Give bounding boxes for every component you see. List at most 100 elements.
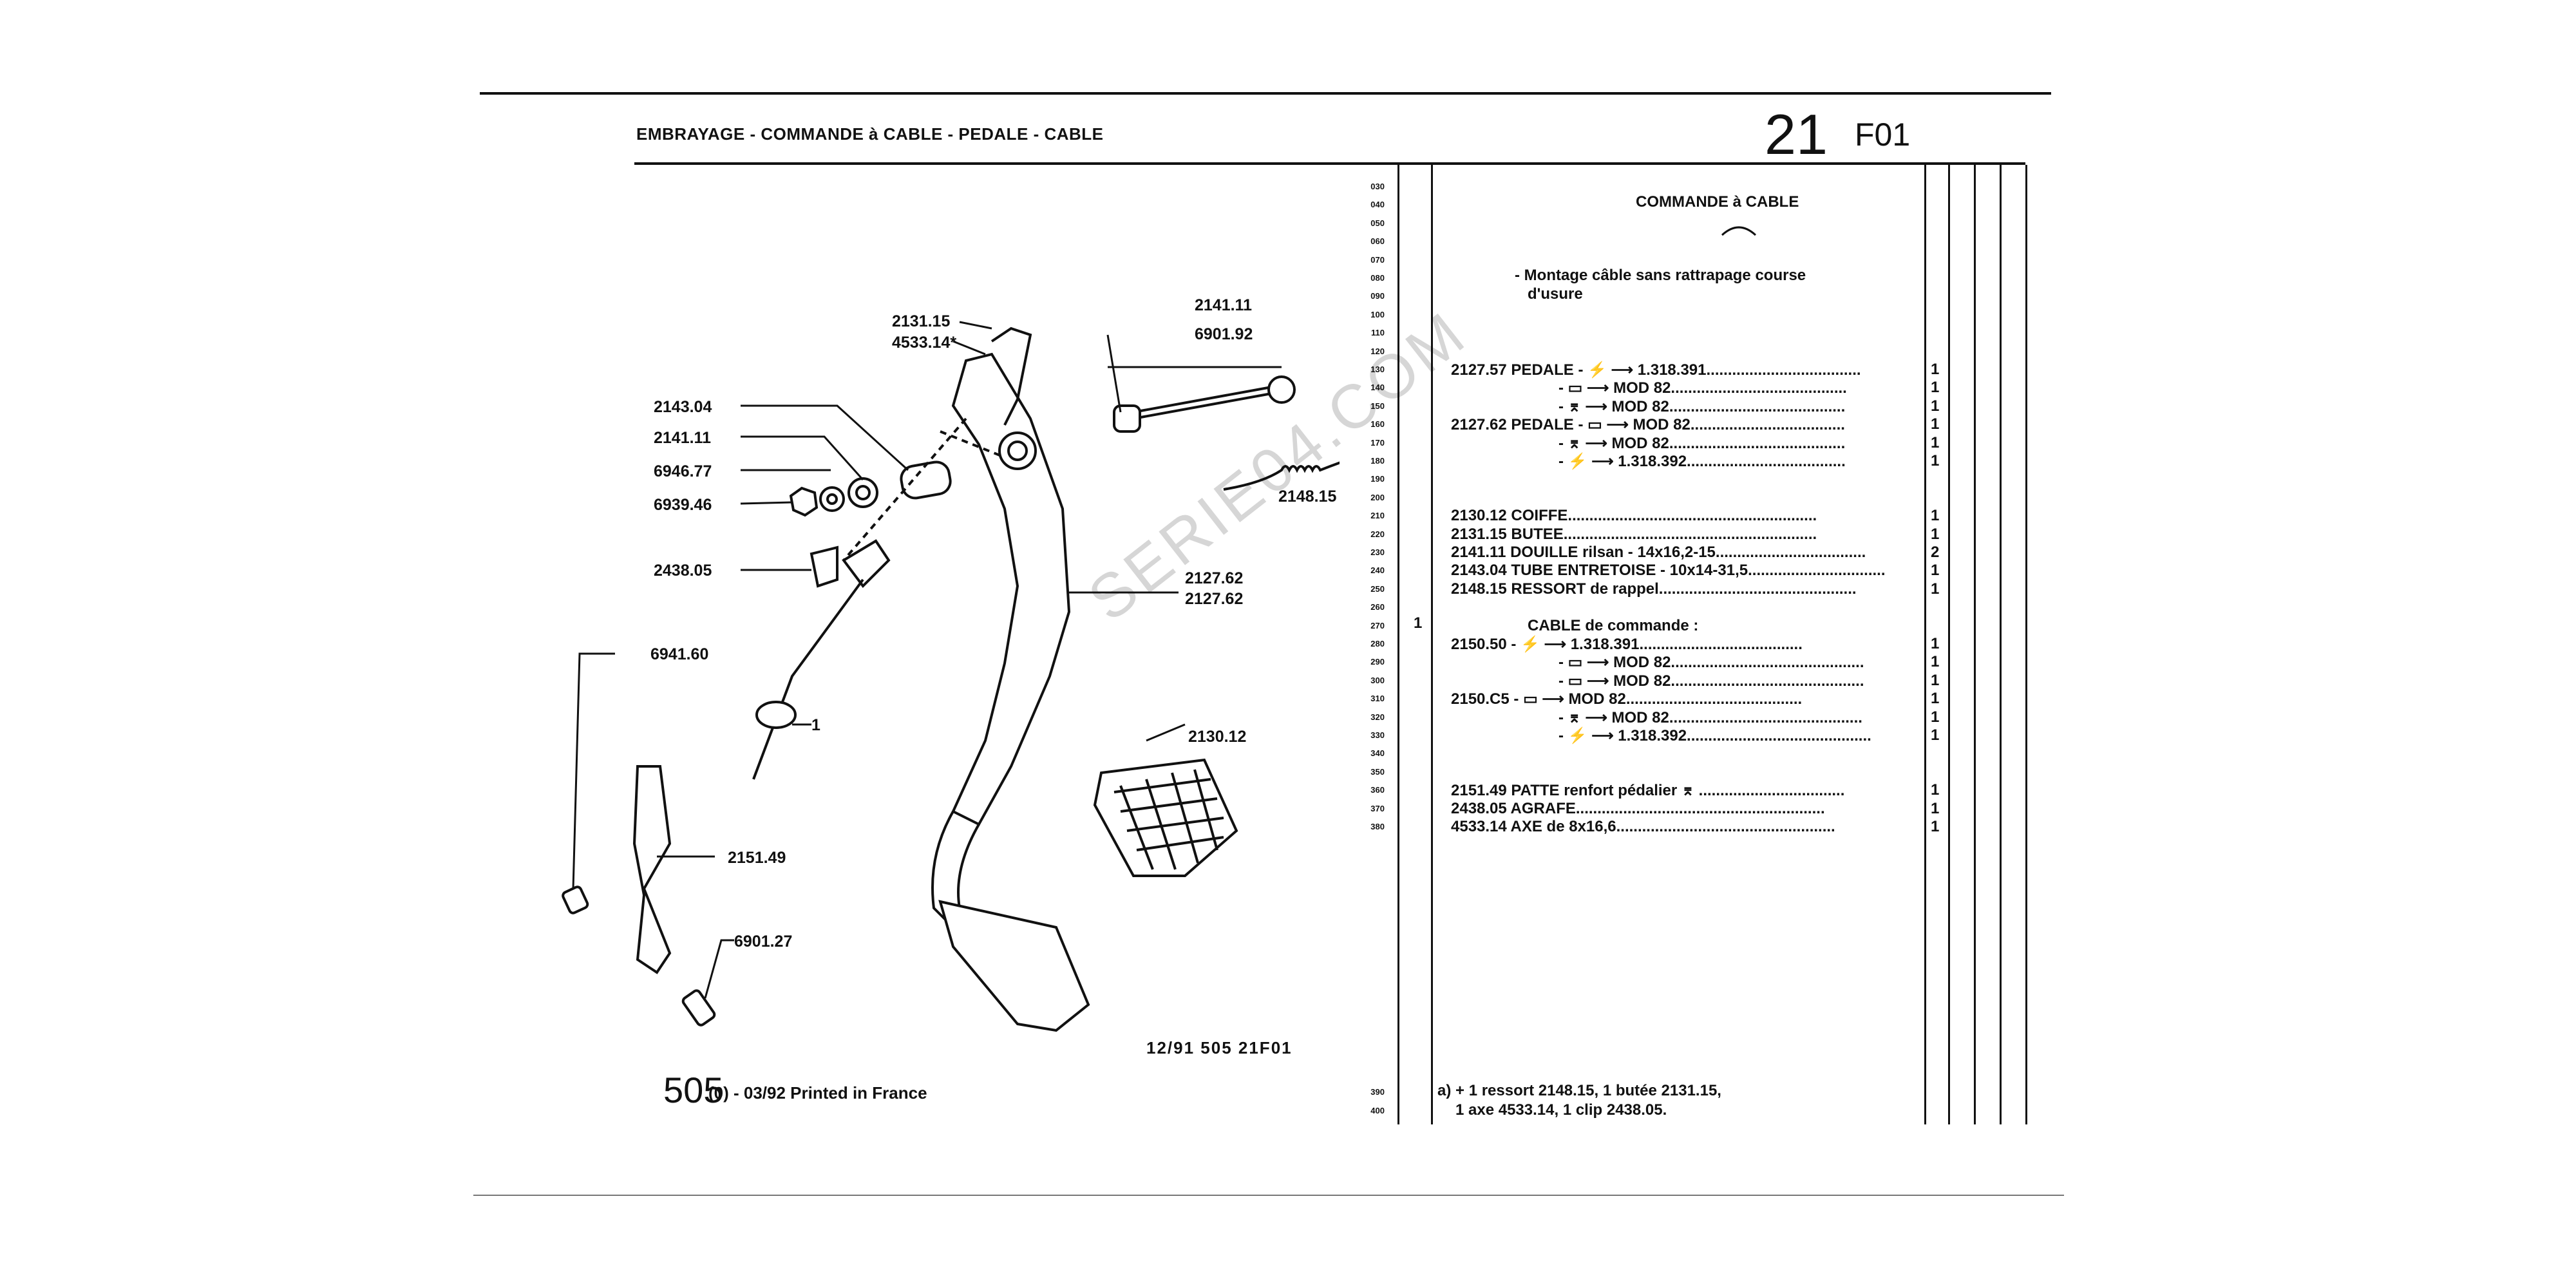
callout-2127-62-b: 2127.62 (1185, 590, 1244, 608)
quantity: 1 (1931, 726, 1940, 744)
row-number: 360 (1370, 785, 1385, 795)
model-number: 505 (663, 1070, 724, 1110)
reinforcement-plate (632, 765, 672, 974)
bushing-top (1113, 404, 1141, 433)
quantity: 1 (1931, 507, 1940, 525)
row-number: 300 (1370, 675, 1385, 685)
clip (810, 545, 838, 588)
row-number: 370 (1370, 803, 1385, 813)
nut (789, 486, 819, 517)
parts-list-line: CABLE de commande : (1528, 616, 1699, 634)
footnote-line-2: 1 axe 4533.14, 1 clip 2438.05. (1455, 1101, 1667, 1119)
bushing (848, 477, 878, 508)
cable (752, 578, 864, 780)
callout-2438-05: 2438.05 (654, 562, 712, 580)
row-number: 260 (1370, 602, 1385, 612)
cable-symbol-icon (1721, 226, 1757, 236)
callout-2151-49: 2151.49 (728, 849, 786, 867)
row-number: 230 (1370, 547, 1385, 557)
row-number: 250 (1370, 583, 1385, 594)
callout-2141-11-top: 2141.11 (1195, 296, 1252, 314)
quantity: 1 (1931, 671, 1940, 689)
screw-bottom (681, 989, 716, 1027)
cable-grommet (755, 701, 797, 729)
callout-2130-12: 2130.12 (1188, 728, 1247, 746)
quantity: 1 (1931, 562, 1940, 580)
row-number: 090 (1370, 291, 1385, 301)
parts-list-line: 2141.11 DOUILLE rilsan - 14x16,2-15.....… (1451, 544, 1866, 561)
row-number: 390 (1370, 1087, 1385, 1097)
col-line-5 (1974, 165, 1976, 1124)
quantity: 1 (1931, 361, 1940, 378)
quantity: 1 (1931, 781, 1940, 799)
col-line-4 (1948, 165, 1950, 1124)
parts-list-line: - ⌆ ⟶ MOD 82............................… (1558, 434, 1846, 452)
parts-list-line: 2127.57 PEDALE - ⚡ ⟶ 1.318.391..........… (1451, 361, 1861, 379)
group-number: 21 (1765, 102, 1828, 166)
row-number: 310 (1370, 694, 1385, 704)
return-spring (1223, 461, 1340, 491)
exploded-diagram (562, 321, 1340, 1032)
quantity: 1 (1931, 397, 1940, 415)
parts-list-line: 2148.15 RESSORT de rappel...............… (1451, 580, 1857, 598)
callout-2131-15: 2131.15 (892, 312, 951, 330)
quantity: 1 (1931, 580, 1940, 598)
row-number: 050 (1370, 218, 1385, 228)
col-line-7 (2025, 165, 2027, 1124)
callout-1: 1 (811, 716, 820, 734)
parts-list-line: 2127.62 PEDALE - ▭ ⟶ MOD 82.............… (1451, 416, 1845, 434)
row-number: 160 (1370, 419, 1385, 430)
row-number: 130 (1370, 365, 1385, 374)
row-number: 240 (1370, 565, 1385, 576)
row-number: 110 (1371, 328, 1385, 338)
parts-list-line: - ⚡ ⟶ 1.318.392.........................… (1558, 453, 1846, 470)
row-number: 320 (1370, 712, 1385, 722)
parts-list-line: - ⚡ ⟶ 1.318.392.........................… (1558, 727, 1871, 744)
header-underline (634, 162, 2025, 165)
page-title: EMBRAYAGE - COMMANDE à CABLE - PEDALE - … (636, 124, 1104, 144)
parts-list-line: - ⌆ ⟶ MOD 82............................… (1558, 708, 1862, 726)
row-number: 330 (1370, 730, 1385, 740)
callout-2143-04: 2143.04 (654, 398, 712, 416)
quantity: 1 (1931, 818, 1940, 835)
bottom-rule (473, 1195, 2064, 1196)
parts-list-line: 2150.50 - ⚡ ⟶ 1.318.391.................… (1451, 636, 1803, 653)
quantity: 1 (1931, 525, 1940, 543)
callout-6901-92: 6901.92 (1195, 325, 1253, 343)
parts-list-line: 2151.49 PATTE renfort pédalier ⌆ .......… (1451, 782, 1845, 800)
washer (819, 486, 845, 512)
diagram-ref-code: 12/91 505 21F01 (1146, 1038, 1293, 1057)
pedal-arm (951, 352, 1071, 826)
bolt (1133, 385, 1276, 420)
row-number: 340 (1370, 748, 1385, 759)
quantity: 1 (1931, 635, 1940, 652)
row-number: 290 (1370, 657, 1385, 667)
row-number: 190 (1370, 474, 1385, 484)
row-number: 350 (1370, 766, 1385, 777)
parts-list-line: 2143.04 TUBE ENTRETOISE - 10x14-31,5....… (1451, 562, 1886, 580)
row-number: 400 (1370, 1106, 1385, 1115)
row-number: 120 (1370, 346, 1385, 356)
print-info: (0) - 03/92 Printed in France (708, 1083, 927, 1103)
parts-list-line: 2150.C5 - ▭ ⟶ MOD 82....................… (1451, 690, 1803, 708)
row-number: 200 (1370, 492, 1385, 502)
row-number: 140 (1370, 383, 1385, 393)
callout-6946-77: 6946.77 (654, 462, 712, 480)
row-number: 150 (1370, 401, 1385, 411)
col-line-6 (2000, 165, 2002, 1124)
parts-list-line: 2130.12 COIFFE..........................… (1451, 507, 1817, 525)
callout-6901-27: 6901.27 (734, 933, 793, 951)
callout-6939-46: 6939.46 (654, 496, 712, 514)
quantity: 2 (1931, 544, 1940, 561)
quantity: 1 (1931, 708, 1940, 726)
parts-list-line: - ▭ ⟶ MOD 82............................… (1558, 672, 1864, 690)
row-number: 180 (1370, 456, 1385, 466)
callout-4533-14: 4533.14* (892, 334, 957, 352)
list-subtitle-1: - Montage câble sans rattrapage course (1515, 267, 1806, 284)
row-number: 040 (1370, 200, 1385, 210)
quantity: 1 (1931, 379, 1940, 397)
quantity: 1 (1931, 799, 1940, 817)
col-line-1 (1397, 165, 1399, 1124)
section-title: COMMANDE à CABLE (1636, 193, 1799, 211)
pedal-cover (1093, 758, 1238, 877)
